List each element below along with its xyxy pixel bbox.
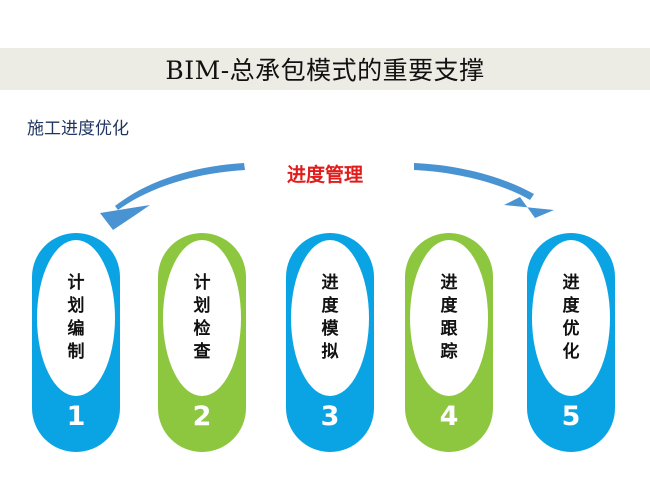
step-4: 进度跟踪 4 xyxy=(405,233,493,452)
step-label-ellipse: 计划检查 xyxy=(163,240,241,396)
step-label: 计划检查 xyxy=(193,273,211,362)
center-label: 进度管理 xyxy=(286,164,363,186)
step-number: 3 xyxy=(320,401,340,432)
step-label: 进度优化 xyxy=(562,273,580,362)
step-number: 5 xyxy=(561,401,581,432)
step-label: 计划编制 xyxy=(67,273,85,362)
step-number: 2 xyxy=(192,401,212,432)
step-label-ellipse: 进度跟踪 xyxy=(410,240,488,396)
step-label-ellipse: 计划编制 xyxy=(37,240,115,396)
step-label: 进度模拟 xyxy=(321,273,339,362)
step-5: 进度优化 5 xyxy=(527,233,615,452)
step-number: 1 xyxy=(66,401,86,432)
page-title: BIM-总承包模式的重要支撑 xyxy=(165,56,485,85)
step-label-ellipse: 进度优化 xyxy=(532,240,610,396)
step-3: 进度模拟 3 xyxy=(286,233,374,452)
step-label-ellipse: 进度模拟 xyxy=(291,240,369,396)
step-1: 计划编制 1 xyxy=(32,233,120,452)
title-bar: BIM-总承包模式的重要支撑 xyxy=(0,48,650,90)
left-curved-arrow-icon xyxy=(100,163,245,230)
step-number: 4 xyxy=(439,401,459,432)
step-2: 计划检查 2 xyxy=(158,233,246,452)
section-subtitle: 施工进度优化 xyxy=(27,119,129,139)
step-label: 进度跟踪 xyxy=(440,273,458,362)
right-curved-arrow-icon xyxy=(414,163,554,218)
